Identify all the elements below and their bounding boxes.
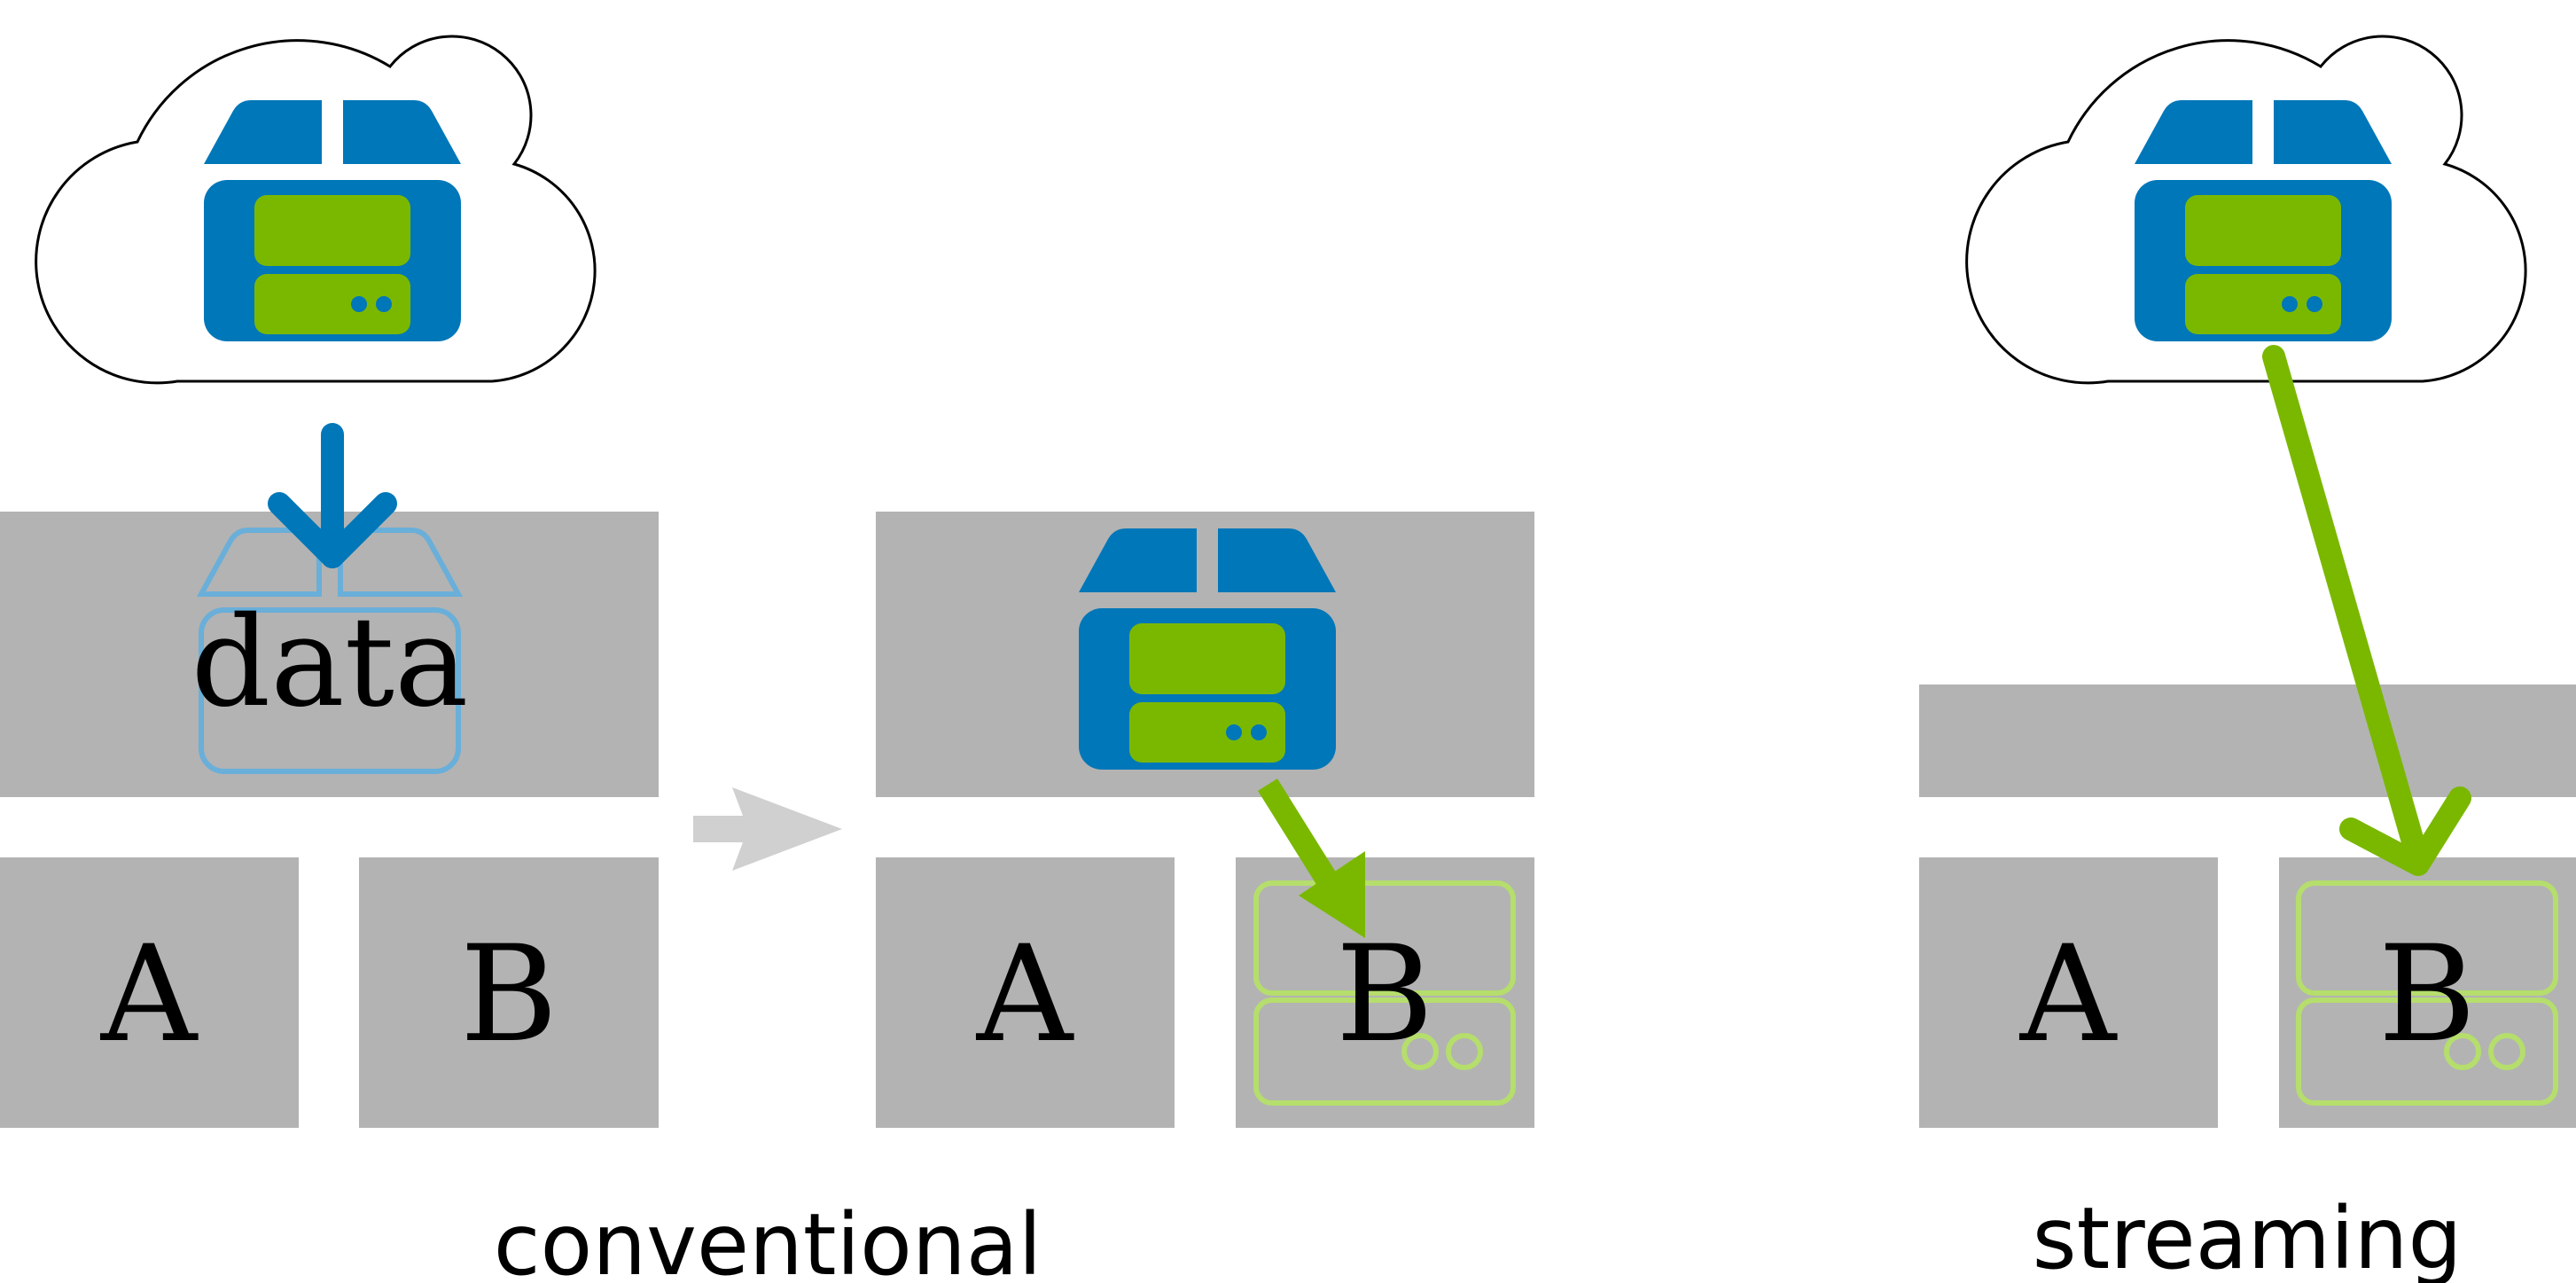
right-node-b-label: B [2378, 918, 2476, 1072]
middle-panel: A B [876, 512, 1534, 1128]
left-node-b [359, 857, 659, 1128]
right-data-block [1919, 685, 2576, 797]
left-node-a [0, 857, 299, 1128]
middle-node-a [876, 857, 1175, 1128]
streaming-arrow-icon [2262, 345, 2471, 876]
caption-streaming: streaming [2033, 1189, 2463, 1283]
left-data-label: data [191, 591, 469, 735]
left-node-b-label: B [460, 918, 558, 1072]
right-panel: A B [1919, 35, 2576, 1128]
right-node-a-label: A [2019, 918, 2118, 1072]
middle-node-b-label: B [1336, 918, 1433, 1072]
left-node-a-label: A [100, 918, 199, 1072]
middle-move-arrow-icon [1257, 778, 1365, 938]
caption-conventional: conventional [494, 1195, 1042, 1283]
right-node-a [1919, 857, 2218, 1128]
down-arrow-icon [268, 423, 397, 568]
left-panel: data A B [0, 35, 659, 1128]
right-arrow-icon [693, 787, 842, 871]
middle-node-a-label: A [976, 918, 1074, 1072]
